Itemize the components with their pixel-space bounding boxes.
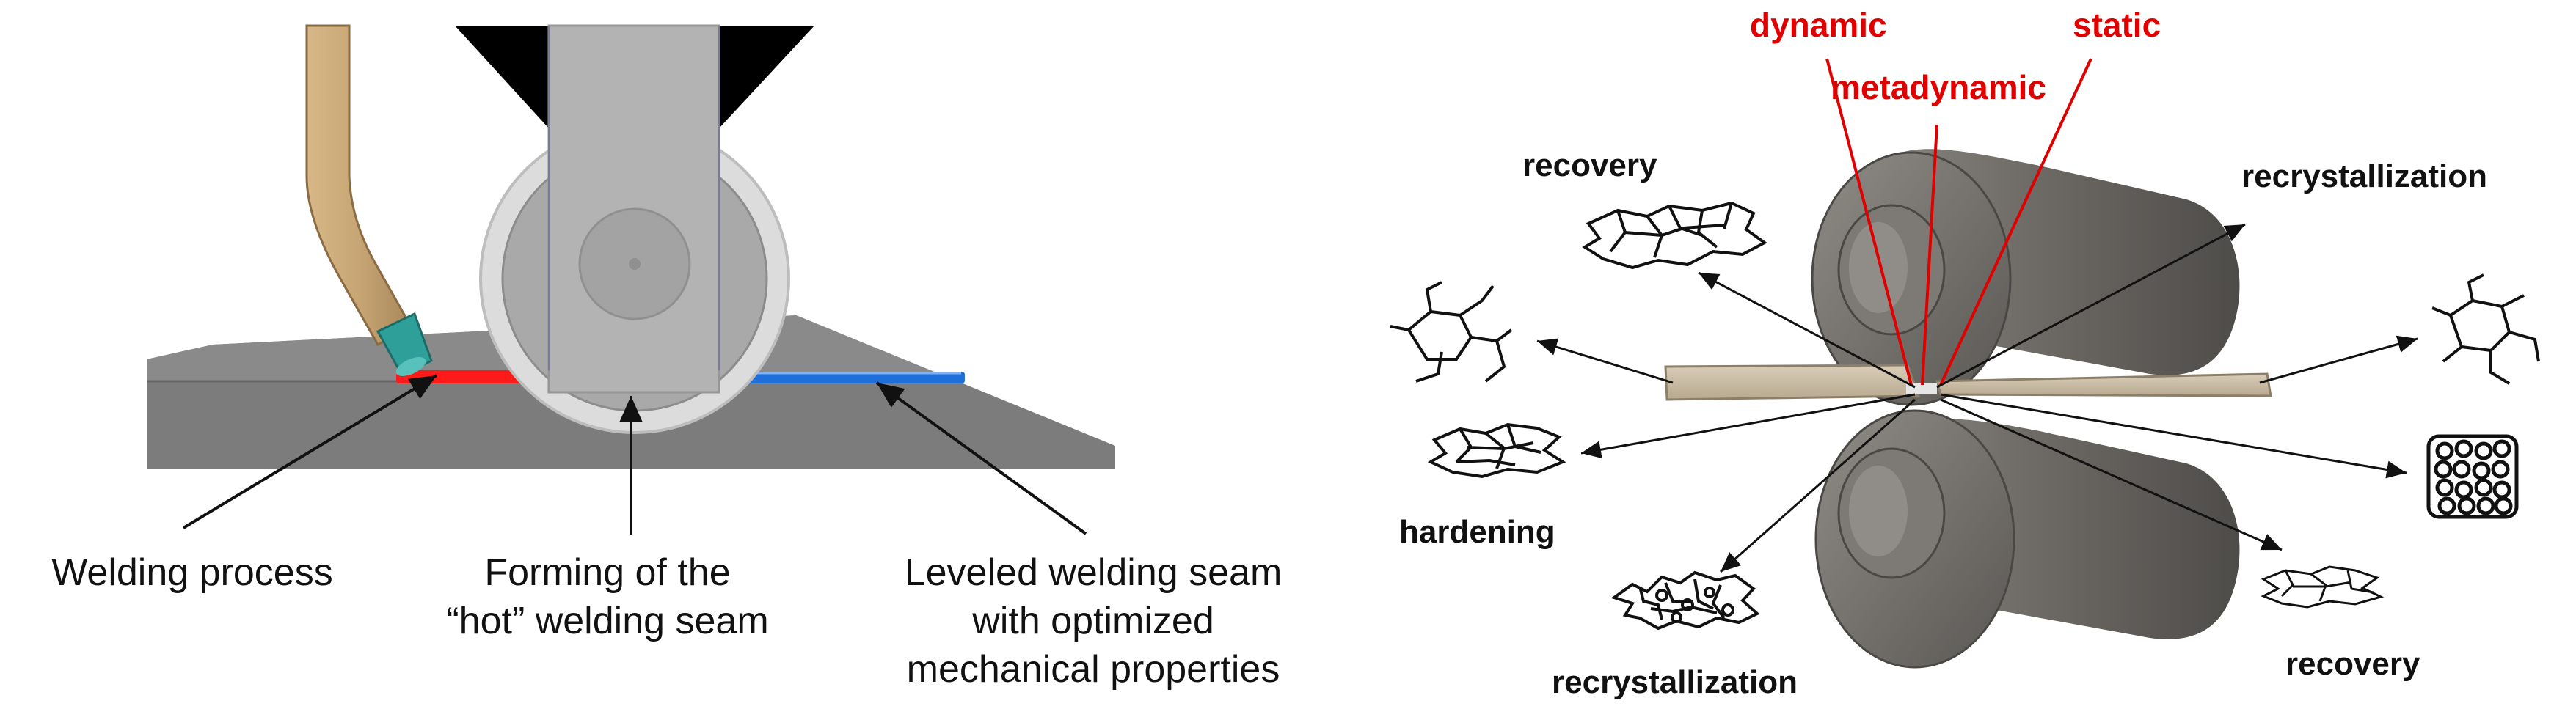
- label-recovery-top: recovery: [1522, 147, 1657, 183]
- label-leveled-line2: with optimized: [971, 600, 1214, 642]
- torch-nozzle-tip: [395, 357, 426, 376]
- upper-roll-shaft-face: [1849, 222, 1908, 313]
- arrow-left-structure: [1536, 338, 1674, 384]
- label-metadynamic: metadynamic: [1831, 68, 2046, 106]
- arrow-recrystallization-bottom: [1720, 398, 1916, 573]
- arrow-leveled-seam: [875, 381, 1087, 535]
- static-line: [1939, 58, 2092, 386]
- label-leveled-line3: mechanical properties: [907, 648, 1280, 691]
- arrow-recovery-top: [1698, 271, 1916, 389]
- label-forming-line2: “hot” welding seam: [446, 600, 768, 642]
- dynamic-line: [1825, 58, 1913, 386]
- arrow-welding-process: [182, 374, 438, 529]
- roll-axle-center: [629, 258, 641, 270]
- metal-strip-outgoing: [1935, 372, 2272, 397]
- arrow-right-structure: [2259, 335, 2418, 384]
- grain-structure-recovery-bottom: [2261, 565, 2385, 609]
- grain-structure-left: [1390, 281, 1513, 383]
- arrow-recovery-bottom: [1940, 398, 2283, 551]
- welding-torch: [305, 24, 413, 347]
- label-hardening: hardening: [1399, 514, 1555, 550]
- label-recrystallization-top: recrystallization: [2241, 158, 2487, 194]
- label-leveled-line1: Leveled welding seam: [905, 551, 1282, 594]
- label-recovery-bottom: recovery: [2285, 646, 2420, 682]
- metal-strip-incoming: [1664, 364, 1921, 401]
- arrow-fine-grain: [1940, 393, 2407, 479]
- grain-structure-right: [2431, 273, 2540, 385]
- roll-holder-wedge-left: [455, 26, 549, 128]
- welding-process-diagram: Welding process Forming of the “hot” wel…: [51, 24, 1282, 691]
- grain-structure-fine-grain: [2426, 434, 2519, 519]
- lower-roll-shaft-face: [1849, 466, 1908, 556]
- grain-structure-hardening: [1427, 422, 1566, 479]
- grain-structure-recovery-top: [1582, 201, 1767, 270]
- label-dynamic: dynamic: [1750, 6, 1887, 44]
- grain-structure-recrystallization-bottom: [1610, 570, 1760, 631]
- label-static: static: [2073, 6, 2161, 44]
- arrow-hardening: [1580, 393, 1916, 459]
- metadynamic-line: [1921, 124, 1938, 386]
- leveled-weld-seam: [712, 372, 965, 383]
- rolling-recrystallization-diagram: dynamic metadynamic static recovery recr…: [1390, 6, 2540, 700]
- roll-holder-wedge-right: [719, 26, 814, 128]
- label-welding-process: Welding process: [51, 551, 332, 594]
- label-forming-line1: Forming of the: [484, 551, 730, 594]
- label-recrystallization-bottom: recrystallization: [1552, 664, 1798, 700]
- arrow-recrystallization-top: [1936, 223, 2246, 389]
